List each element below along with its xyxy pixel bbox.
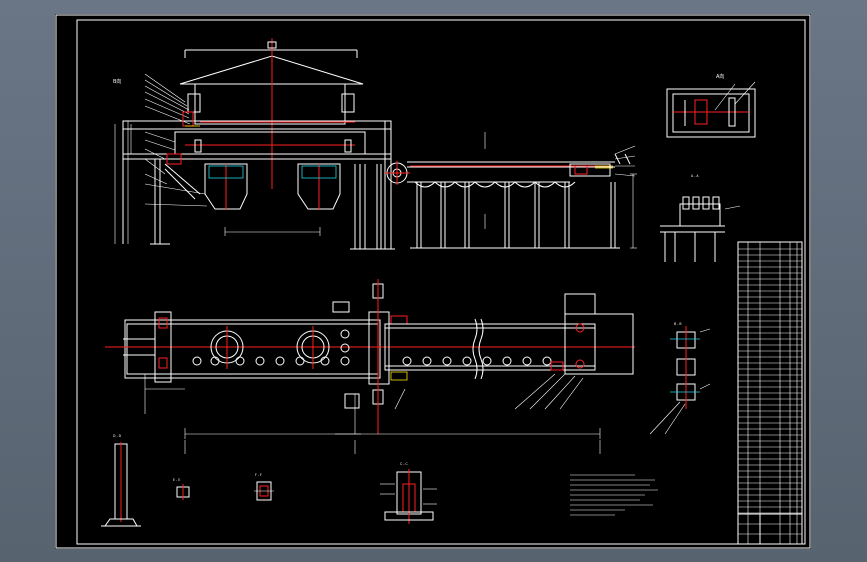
label-view-d-d: D - D	[113, 434, 122, 438]
label-detail-a: A向	[716, 73, 724, 80]
view-d-d	[101, 442, 141, 527]
parts-list-rows	[738, 248, 802, 514]
view-a-a	[660, 196, 741, 262]
detail-a	[666, 81, 756, 138]
view-b-b	[649, 326, 711, 435]
view-e-e	[176, 484, 190, 500]
view-c-c	[380, 469, 437, 524]
conveyor-elevation	[385, 132, 637, 249]
drawing-sheet: B向 A向 A - A B - B D - D E - E F - F C - …	[55, 14, 811, 549]
elevation-view	[114, 38, 395, 250]
label-view-b-b: B - B	[674, 322, 682, 326]
label-view-c-c: C - C	[400, 462, 408, 466]
label-view-a-a: A - A	[691, 174, 699, 178]
label-view-f-f: F - F	[255, 473, 262, 477]
technical-notes	[570, 474, 658, 516]
cad-drawing[interactable]: B向 A向 A - A B - B D - D E - E F - F C - …	[55, 14, 811, 549]
view-f-f	[254, 481, 274, 501]
inner-frame	[76, 19, 806, 545]
outer-frame	[55, 14, 811, 549]
label-view-e-e: E - E	[173, 478, 180, 482]
plan-view	[105, 279, 635, 454]
label-view-top-left: B向	[113, 78, 121, 85]
